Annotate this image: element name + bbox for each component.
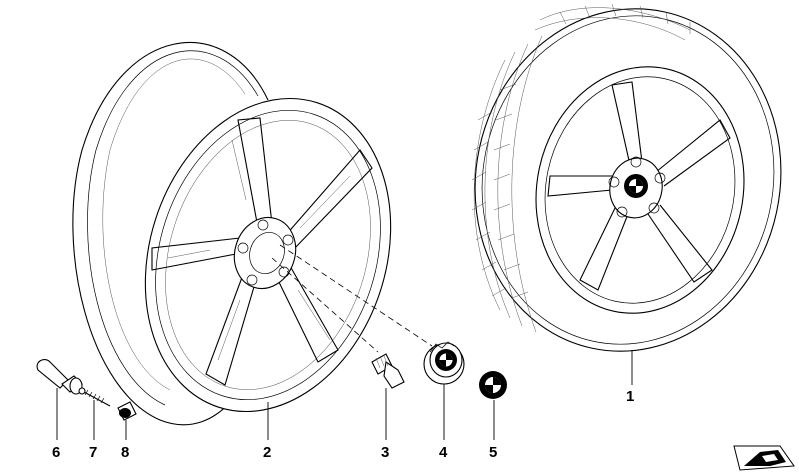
callout-8: 8	[121, 444, 129, 461]
callout-5: 5	[489, 444, 497, 461]
wheel-assembly-drawing	[471, 3, 782, 352]
callout-1: 1	[626, 388, 634, 405]
callout-4: 4	[439, 444, 448, 461]
hub-cap-logo-icon	[435, 349, 457, 371]
valve-cap-drawing	[117, 401, 137, 421]
bmw-logo-icon	[624, 174, 648, 198]
assembly-line-cap	[279, 244, 433, 347]
alloy-rim-drawing	[72, 41, 392, 426]
wheel-bolt-drawing	[371, 353, 405, 389]
assembly-line-bolt	[271, 257, 379, 353]
valve-drawing	[36, 359, 83, 395]
callout-6: 6	[52, 444, 60, 461]
car-badge-icon	[733, 445, 795, 471]
emblem-drawing	[479, 371, 507, 399]
hub-cap-drawing	[423, 341, 465, 385]
callout-3: 3	[381, 444, 389, 461]
callout-7: 7	[89, 444, 97, 461]
valve-insert-drawing	[78, 387, 111, 407]
callout-2: 2	[263, 444, 271, 461]
